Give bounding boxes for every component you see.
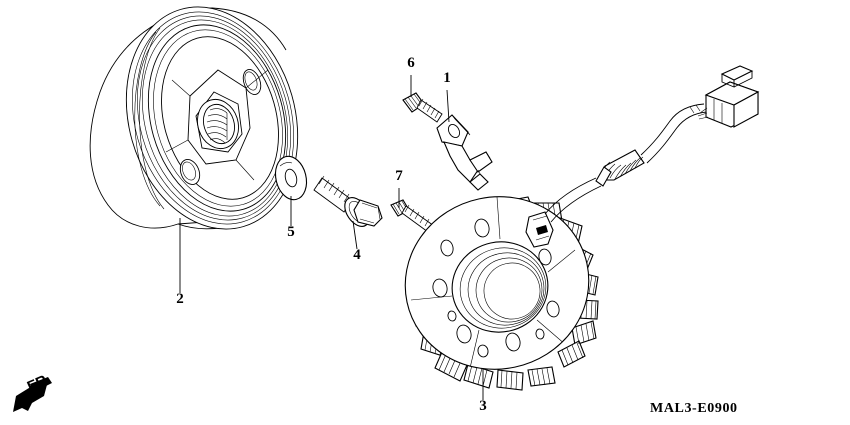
diagram-code: MAL3-E0900 [650,401,738,416]
bracket-bolt [402,92,443,123]
stator-assembly [404,196,599,391]
callout-leaders [179,75,484,400]
front-marker-label: FR. [25,370,54,395]
harness-connector [697,65,760,128]
callout-number-3: 3 [479,398,487,414]
wire-harness [544,65,760,223]
front-direction-marker: FR. [13,370,54,412]
stator-coils-bottom [463,363,556,391]
flange-bolt [313,175,383,227]
harness-grommet [595,149,645,187]
wire-clamp-stay [436,114,493,191]
callout-numbers: 1 2 3 4 5 6 7 [176,55,487,414]
callout-number-5: 5 [287,224,295,240]
callout-number-4: 4 [353,247,361,263]
callout-number-6: 6 [407,55,415,71]
washer [274,155,308,201]
callout-number-7: 7 [395,168,403,184]
flywheel-rotor [89,6,299,230]
callout-number-2: 2 [176,291,184,307]
front-arrow-icon [13,377,52,412]
callout-number-1: 1 [443,70,451,86]
